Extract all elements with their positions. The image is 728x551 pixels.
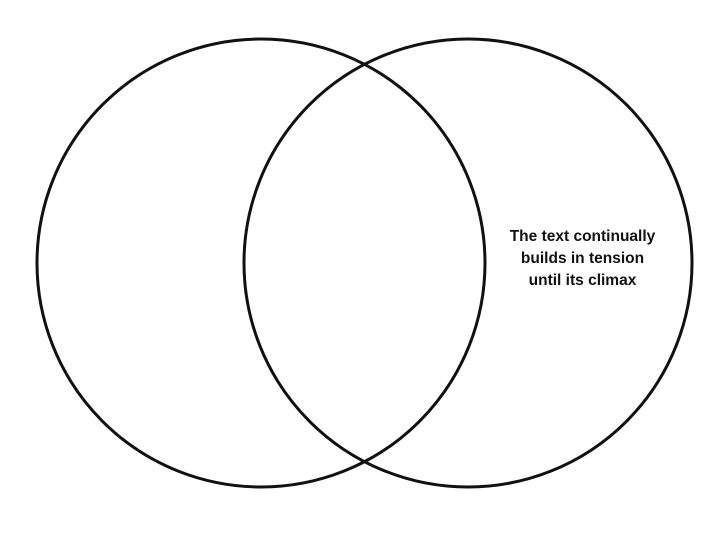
right-region-line-2: builds in tension [520, 250, 645, 267]
right-circle [242, 37, 694, 489]
right-region-line-1: The text continually [509, 228, 656, 245]
right-region-line-3: until its climax [528, 272, 637, 289]
left-circle [35, 37, 487, 489]
right-region-text: The text continually builds in tension u… [490, 226, 675, 292]
